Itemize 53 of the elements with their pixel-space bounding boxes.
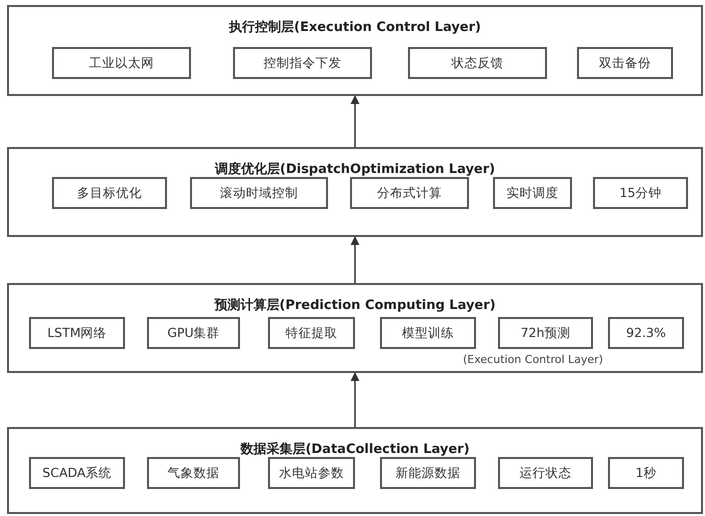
module-box [608, 317, 684, 349]
module-label: 15分钟 [620, 184, 662, 202]
module-box [577, 47, 673, 79]
arrow [350, 372, 360, 427]
module-box [268, 457, 355, 489]
module-label: SCADA系统 [42, 464, 112, 482]
layer-panel [7, 427, 703, 514]
module-label: 控制指令下发 [264, 54, 342, 72]
module-label: 水电站参数 [279, 464, 344, 482]
module-box [493, 177, 572, 209]
module-box [498, 457, 593, 489]
module-label: 工业以太网 [89, 54, 154, 72]
module-label: 实时调度 [506, 184, 558, 202]
module-label: 1秒 [636, 464, 656, 482]
module-box [593, 177, 688, 209]
layer-panel [7, 5, 703, 96]
module-box [52, 47, 191, 79]
module-label: 多目标优化 [77, 184, 142, 202]
module-label: LSTM网络 [47, 324, 107, 342]
module-label: GPU集群 [167, 324, 220, 342]
module-label: 状态反馈 [452, 54, 504, 72]
layer-title: 调度优化层(DispatchOptimization Layer) [214, 160, 496, 179]
module-label: 运行状态 [520, 464, 572, 482]
module-label: 新能源数据 [396, 464, 460, 482]
module-box [350, 177, 469, 209]
module-box [52, 177, 167, 209]
module-box [147, 317, 240, 349]
note-text: (Execution Control Layer) [463, 352, 603, 368]
layer-panel [7, 147, 703, 237]
module-box [233, 47, 372, 79]
module-label: 气象数据 [168, 464, 220, 482]
module-box [29, 317, 125, 349]
module-box [608, 457, 684, 489]
module-label: 分布式计算 [377, 184, 442, 202]
layer-title: 数据采集层(DataCollection Layer) [240, 440, 470, 459]
layer-panel [7, 283, 703, 373]
module-label: 92.3% [626, 324, 666, 342]
module-box [380, 317, 476, 349]
layer-title: 执行控制层(Execution Control Layer) [229, 19, 481, 37]
module-label: 双击备份 [599, 54, 651, 72]
module-box [268, 317, 355, 349]
module-box [190, 177, 328, 209]
module-label: 模型训练 [402, 324, 454, 342]
module-label: 特征提取 [286, 324, 338, 342]
module-box [380, 457, 476, 489]
arrow [350, 95, 360, 147]
module-label: 72h预测 [520, 324, 570, 342]
module-box [29, 457, 125, 489]
module-label: 滚动时域控制 [220, 184, 298, 202]
module-box [147, 457, 240, 489]
module-box [408, 47, 547, 79]
arrow [350, 236, 360, 283]
layer-title: 预测计算层(Prediction Computing Layer) [214, 297, 496, 315]
